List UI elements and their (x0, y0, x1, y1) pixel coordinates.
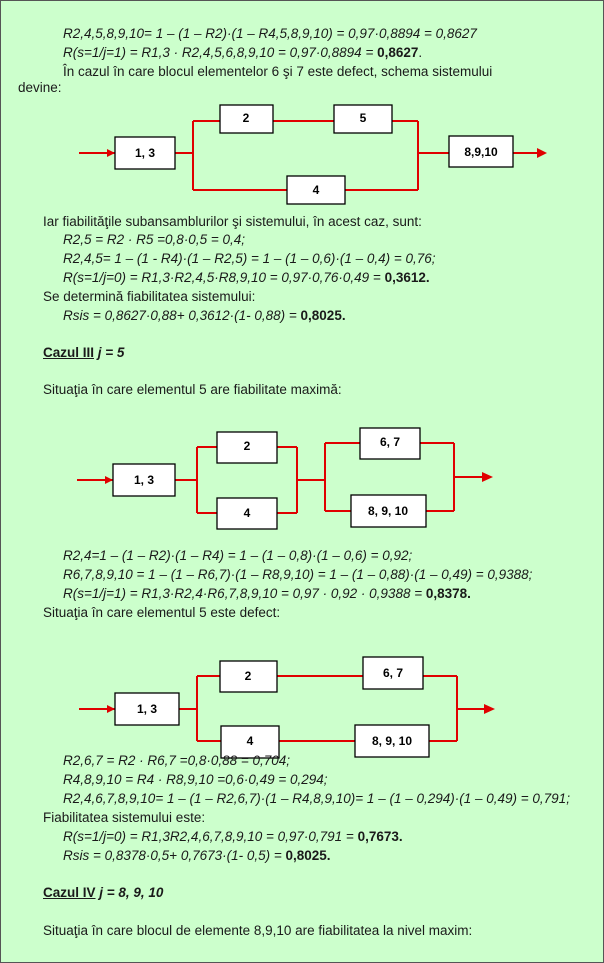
block-8-9-10-label: 8, 9, 10 (372, 734, 412, 748)
diagram-element5-max: 1, 3 2 4 6, 7 8, 9, 10 (77, 427, 493, 530)
eq-r267: R2,6,7 = R2 · R6,7 =0,8·0,88 = 0,704; (63, 753, 291, 768)
eq-r246789100: R2,4,6,7,8,9,10= 1 – (1 – R2,6,7)·(1 – R… (63, 791, 570, 806)
block-6-7-label: 6, 7 (383, 666, 403, 680)
block-2-label: 2 (245, 669, 252, 683)
heading-case-4: Cazul IV j = 8, 9, 10 (43, 885, 164, 900)
eq-r48910: R4,8,9,10 = R4 · R8,9,10 =0,6·0,49 = 0,2… (63, 772, 328, 787)
block-1-3-label: 1, 3 (137, 702, 157, 716)
block-1-3-label: 1, 3 (135, 146, 155, 160)
block-4 (286, 175, 346, 205)
case3-intro-max: Situaţia în care elementul 5 are fiabili… (43, 382, 342, 397)
heading-case-3: Cazul III j = 5 (43, 345, 125, 360)
block-1-3 (114, 136, 176, 170)
eq-r2458910: R2,4,5,8,9,10= 1 – (1 – R2)·(1 – R4,5,8,… (63, 26, 477, 41)
eq-rsis-case3: Rsis = 0,8378·0,5+ 0,7673·(1- 0,5) = 0,8… (63, 848, 331, 863)
eq-rs1j0-case2: R(s=1/j=0) = R1,3·R2,4,5·R8,9,10 = 0,97·… (63, 270, 430, 285)
block-4-label: 4 (247, 734, 254, 748)
block-6-7-label: 6, 7 (380, 435, 400, 449)
paragraph-defect-67: În cazul în care blocul elementelor 6 şi… (63, 64, 493, 79)
block-2-label: 2 (244, 439, 251, 453)
case3-intro-defect: Situaţia în care elementul 5 este defect… (43, 605, 281, 620)
subassembly-reliability-intro: Iar fiabilităţile subansamblurilor şi si… (43, 214, 422, 229)
eq-r678910: R6,7,8,9,10 = 1 – (1 – R6,7)·(1 – R8,9,1… (63, 567, 533, 582)
system-reliability-intro-2: Fiabilitatea sistemului este: (43, 810, 206, 825)
case4-intro: Situaţia în care blocul de elemente 8,9,… (43, 923, 473, 938)
block-1-3-label: 1, 3 (134, 473, 154, 487)
block-4-label: 4 (313, 183, 320, 197)
eq-rs1j1-case3: R(s=1/j=1) = R1,3·R2,4·R6,7,8,9,10 = 0,9… (63, 586, 471, 601)
eq-r25: R2,5 = R2 · R5 =0,8·0,5 = 0,4; (63, 232, 245, 247)
system-reliability-intro: Se determină fiabilitatea sistemului: (43, 289, 256, 304)
eq-rsis-case2: Rsis = 0,8627·0,88+ 0,3612·(1- 0,88) = 0… (63, 308, 346, 323)
block-8-9-10 (448, 135, 514, 168)
block-8-9-10-label: 8, 9, 10 (368, 504, 408, 518)
block-8-9-10-label: 8,9,10 (464, 145, 498, 159)
block-2-label: 2 (243, 111, 250, 125)
block-5-label: 5 (360, 111, 367, 125)
block-2 (219, 104, 274, 134)
paragraph-defect-67-cont: devine: (18, 80, 62, 95)
eq-r245: R2,4,5= 1 – (1 - R4)·(1 – R2,5) = 1 – (1… (63, 251, 436, 266)
eq-r24: R2,4=1 – (1 – R2)·(1 – R4) = 1 – (1 – 0,… (63, 548, 413, 563)
block-5 (333, 104, 393, 134)
diagram-defect-67: 1, 3 2 5 4 8,9,10 (79, 104, 547, 205)
diagram-element5-defect: 1, 3 2 4 6, 7 8, 9, 10 (79, 656, 495, 759)
eq-rs1j1-case2: R(s=1/j=1) = R1,3 · R2,4,5,6,8,9,10 = 0,… (63, 45, 423, 60)
block-4-label: 4 (244, 506, 251, 520)
eq-rs1j0-case3: R(s=1/j=0) = R1,3R2,4,6,7,8,9,10 = 0,97·… (63, 829, 403, 844)
